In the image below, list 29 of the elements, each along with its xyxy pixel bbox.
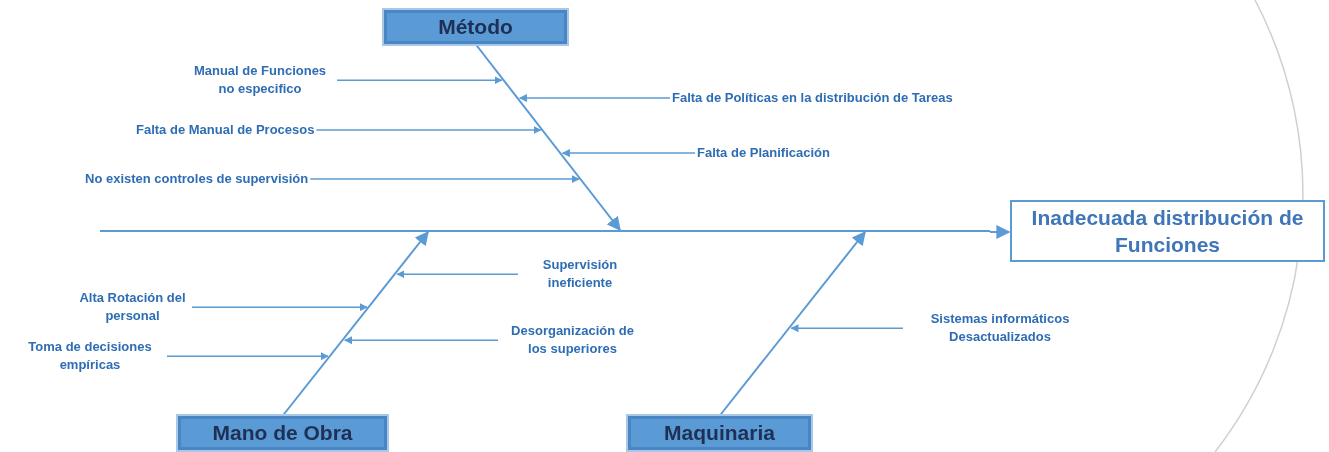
spine-line bbox=[100, 230, 990, 232]
arrow bbox=[989, 225, 1011, 239]
arrow bbox=[396, 270, 519, 279]
arrow bbox=[309, 175, 580, 184]
arrow bbox=[561, 149, 696, 158]
category-box: Mano de Obra bbox=[178, 416, 387, 450]
cause-label: Manual de Funciones no especifico bbox=[185, 62, 335, 99]
arrow bbox=[718, 230, 866, 417]
arrow bbox=[281, 230, 429, 417]
cause-label: Sistemas informáticos Desactualizados bbox=[905, 310, 1095, 347]
arrow bbox=[315, 126, 542, 135]
category-box: Maquinaria bbox=[628, 416, 811, 450]
arrow bbox=[518, 94, 671, 103]
category-box: Método bbox=[384, 10, 567, 44]
effect-box: Inadecuada distribución de Funciones bbox=[1010, 200, 1325, 262]
arrow bbox=[166, 352, 329, 361]
arrow bbox=[336, 76, 503, 85]
arrow bbox=[191, 303, 368, 312]
cause-label: Falta de Manual de Procesos bbox=[136, 121, 315, 140]
cause-label: Falta de Políticas en la distribución de Tareas bbox=[672, 89, 953, 108]
arrow bbox=[474, 43, 621, 232]
cause-label: No existen controles de supervisión bbox=[85, 170, 309, 189]
cause-label: Supervisión ineficiente bbox=[520, 256, 640, 293]
arrow bbox=[790, 324, 904, 333]
cause-label: Toma de decisiones empíricas bbox=[15, 338, 165, 375]
cause-label: Alta Rotación del personal bbox=[75, 289, 190, 326]
arrow bbox=[344, 336, 499, 345]
cause-label: Desorganización de los superiores bbox=[500, 322, 645, 359]
cause-label: Falta de Planificación bbox=[697, 144, 830, 163]
